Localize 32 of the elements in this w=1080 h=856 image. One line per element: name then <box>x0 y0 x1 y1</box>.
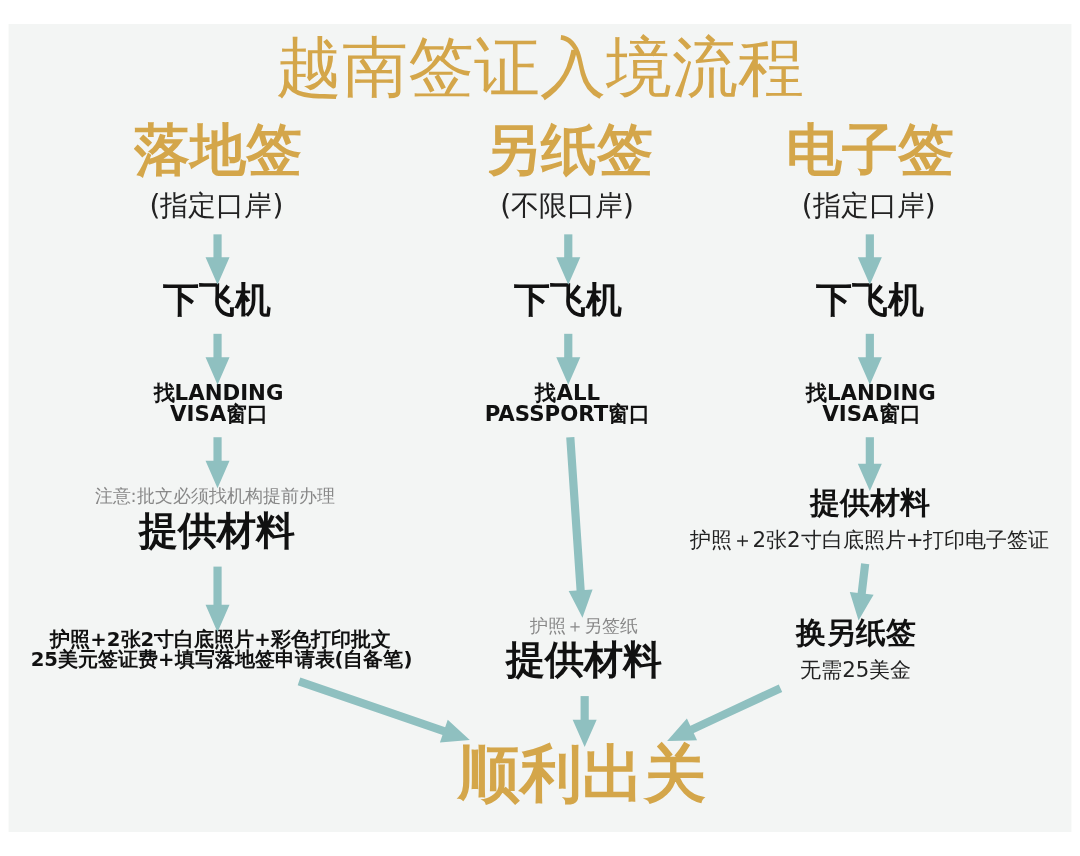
node-text: 下飞机 <box>514 278 623 321</box>
node-text: 找LANDING VISA窗口 <box>805 379 936 427</box>
arrow <box>556 333 581 385</box>
arrow <box>297 677 470 743</box>
node-text: 提供材料 <box>505 636 662 683</box>
node-text: 顺利出关 <box>458 736 707 810</box>
node-label: 护照＋另签纸 <box>529 614 638 636</box>
node-text: 落地签 (指定口岸) <box>133 116 302 223</box>
node-text: 电子签 (指定口岸) <box>786 116 955 223</box>
diagram-title: 越南签证入境流程 <box>276 28 804 105</box>
arrow <box>572 696 597 748</box>
node-text: 另纸签 (不限口岸) <box>484 116 653 223</box>
arrow <box>857 437 882 492</box>
arrow <box>857 234 882 285</box>
node-text: 找LANDING VISA窗口 <box>153 379 284 427</box>
node-label: 注意:批文必须找机构提前办理 <box>94 485 335 507</box>
node-text: 找ALL PASSPORT窗口 <box>484 379 651 427</box>
arrow <box>205 333 230 385</box>
arrow <box>849 563 874 621</box>
node-text: 换另纸签 无需25美金 <box>796 615 917 682</box>
arrow <box>857 333 882 385</box>
node-text: 提供材料 <box>138 506 295 553</box>
node-text: 护照+2张2寸白底照片+彩色打印批文 25美元签证费+填写落地签申请表(自备笔) <box>30 628 413 671</box>
arrow <box>566 437 593 618</box>
node-text: 下飞机 <box>815 278 924 321</box>
arrow <box>205 566 230 633</box>
node-text: 下飞机 <box>163 278 272 321</box>
arrow <box>205 234 230 285</box>
arrow <box>205 437 230 489</box>
arrow <box>556 234 581 285</box>
arrow <box>667 684 783 742</box>
node-text: 提供材料 护照＋2张2寸白底照片+打印电子签证 <box>689 486 1050 553</box>
